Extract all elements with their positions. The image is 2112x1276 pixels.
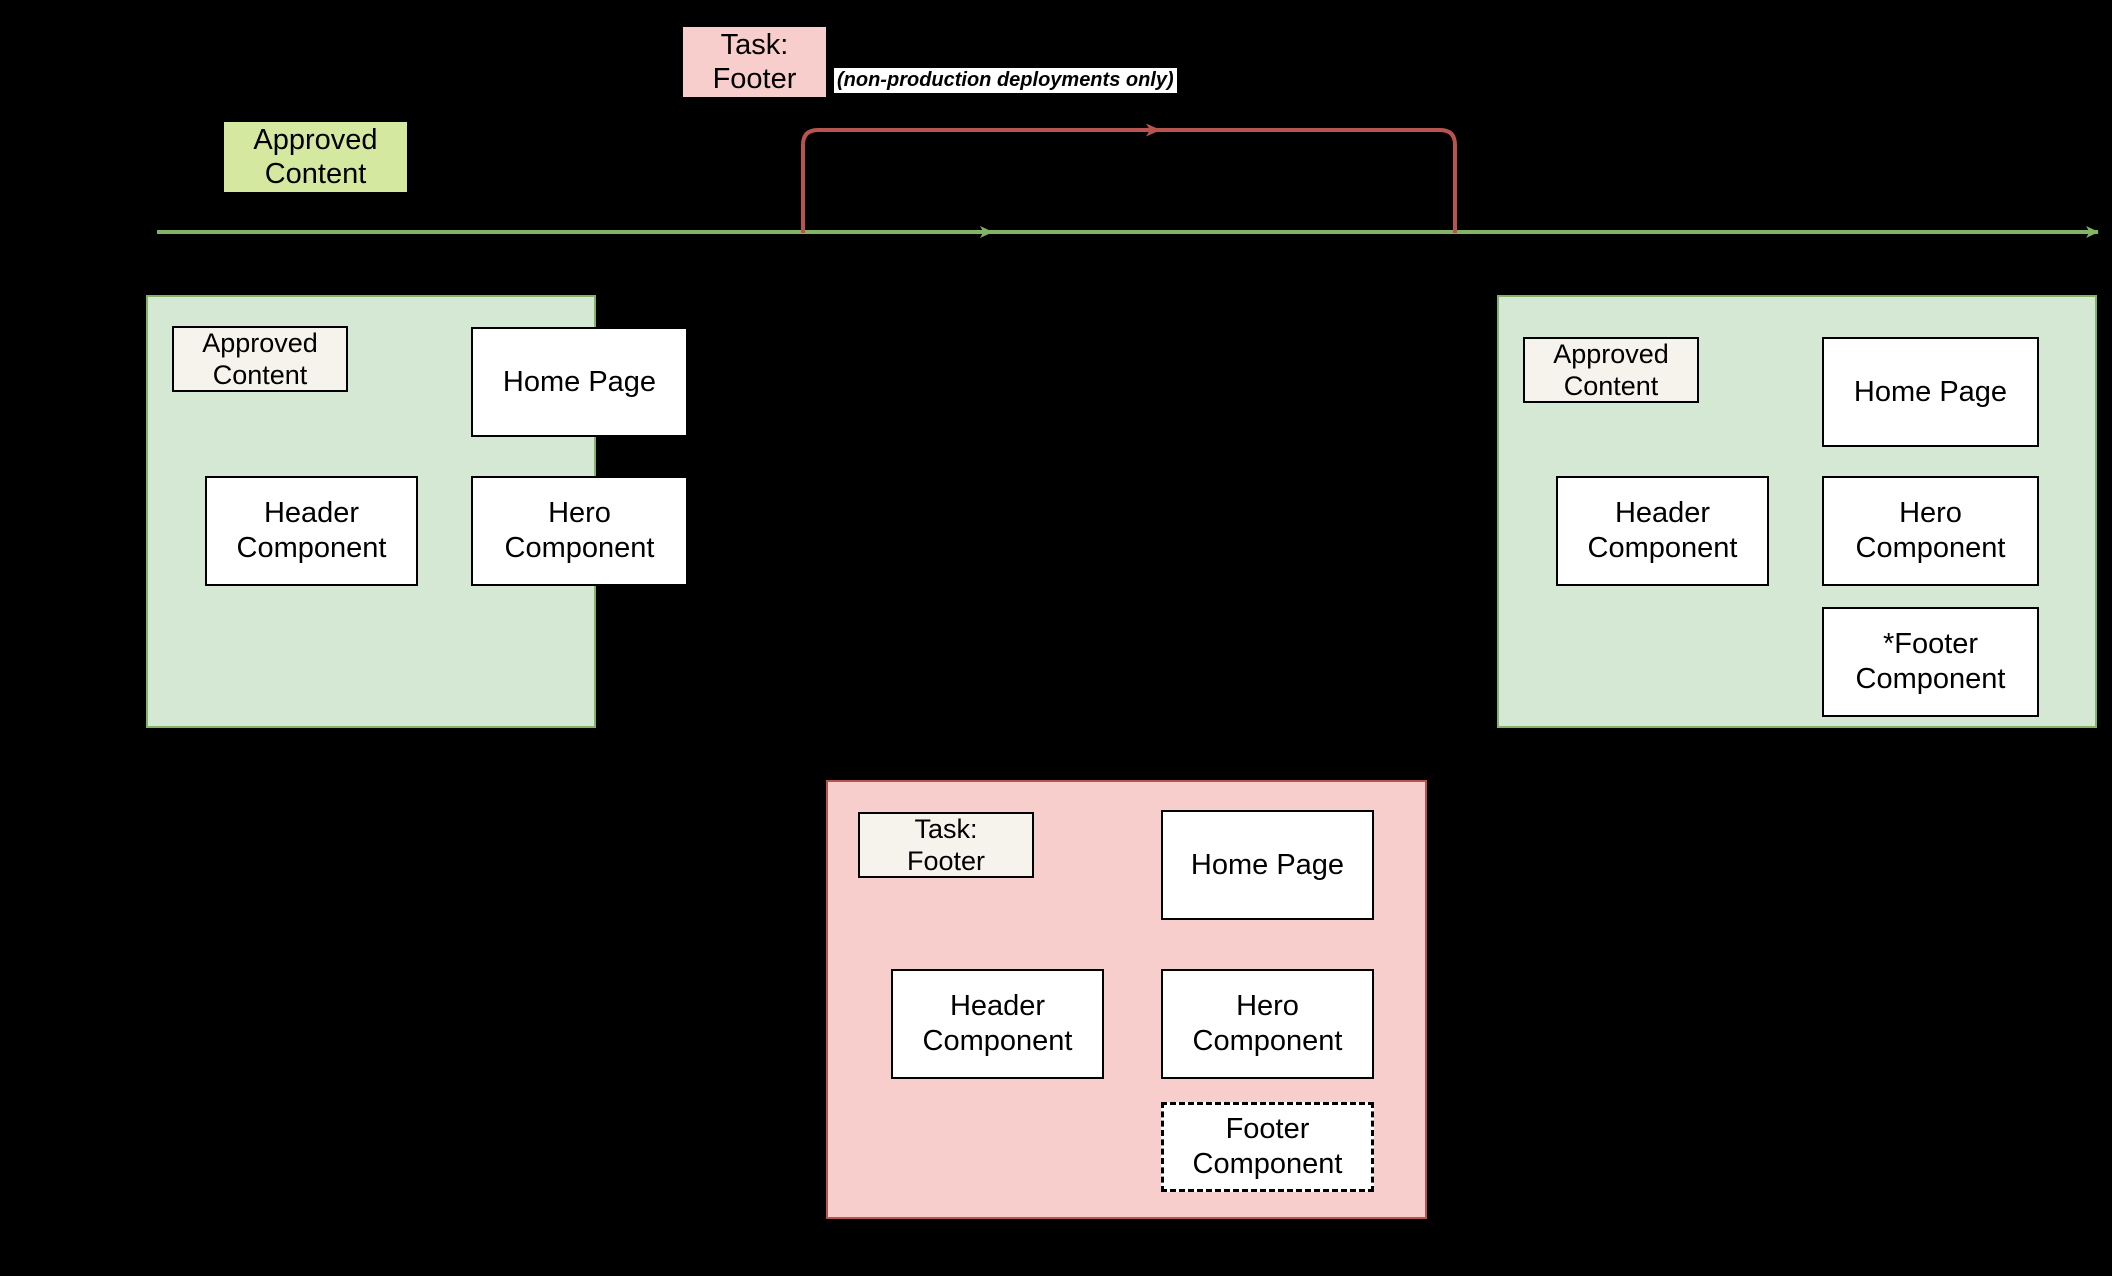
panel-label-task-footer: Task: Footer [858,812,1034,878]
box-hero-component: Hero Component [471,476,688,586]
box-footer-component: *Footer Component [1822,607,2039,717]
panel-label-approved-content: Approved Content [1523,337,1699,403]
box-header-component: Header Component [891,969,1104,1079]
approved-content-tag: Approved Content [224,122,407,192]
panel-before-state: Approved Content Home Page Header Compon… [146,295,688,728]
box-home-page: Home Page [1161,810,1374,920]
box-hero-component: Hero Component [1822,476,2039,586]
box-header-component: Header Component [1556,476,1769,586]
panel-after-state: Approved Content Home Page Header Compon… [1497,295,2097,728]
box-home-page: Home Page [1822,337,2039,447]
task-footer-tag: Task: Footer [683,27,826,97]
edge-label-non-production: (non-production deployments only) [834,68,1177,93]
task-loop-arrow-red [801,123,1457,233]
box-hero-component: Hero Component [1161,969,1374,1079]
box-header-component: Header Component [205,476,418,586]
panel-label-approved-content: Approved Content [172,326,348,392]
box-home-page: Home Page [471,327,688,437]
panel-task-state: Task: Footer Home Page Header Component … [826,780,1427,1219]
box-footer-component-dashed: Footer Component [1161,1102,1374,1192]
